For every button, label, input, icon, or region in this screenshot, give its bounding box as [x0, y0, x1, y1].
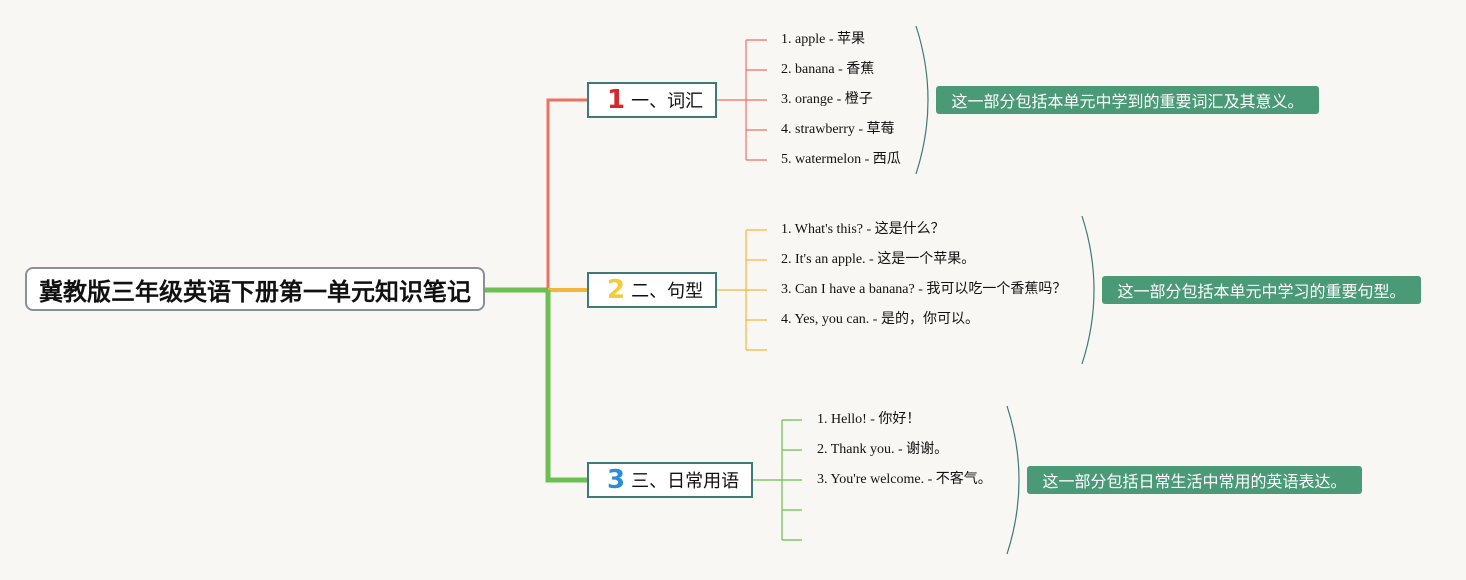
list-item[interactable]: 3. You're welcome. - 不客气。: [817, 472, 992, 487]
summary-vocabulary[interactable]: 这一部分包括本单元中学到的重要词汇及其意义。: [936, 86, 1319, 114]
number-1-icon: 1: [607, 85, 626, 115]
leaf-connectors-2: [716, 229, 767, 351]
leaf-connectors-1: [716, 39, 767, 161]
branch-1-connector: [546, 98, 587, 290]
number-2-icon: 2: [607, 275, 626, 305]
number-3-icon: 3: [607, 465, 626, 495]
branch-label: 一、词汇: [631, 91, 704, 112]
branch-label: 三、日常用语: [631, 471, 740, 492]
branch-sentence-patterns[interactable]: 2 二、句型: [587, 272, 717, 308]
list-item[interactable]: 1. What's this? - 这是什么？: [781, 222, 945, 237]
list-item[interactable]: 5. watermelon - 西瓜: [781, 152, 901, 167]
bracket-1: [915, 25, 929, 175]
summary-sentence-patterns[interactable]: 这一部分包括本单元中学习的重要句型。: [1102, 276, 1421, 304]
list-item[interactable]: 1. Hello! - 你好！: [817, 412, 921, 427]
leaf-connectors-3: [752, 419, 802, 541]
branch-vocabulary[interactable]: 1 一、词汇: [587, 82, 717, 118]
list-item[interactable]: 2. It's an apple. - 这是一个苹果。: [781, 252, 976, 267]
list-item[interactable]: 2. banana - 香蕉: [781, 62, 875, 77]
root-topic[interactable]: 冀教版三年级英语下册第一单元知识笔记: [25, 267, 485, 311]
branch-3-connector: [545, 290, 587, 483]
list-item[interactable]: 4. Yes, you can. - 是的，你可以。: [781, 312, 979, 327]
bracket-2: [1081, 215, 1095, 365]
list-item[interactable]: 1. apple - 苹果: [781, 32, 865, 47]
list-item[interactable]: 3. Can I have a banana? - 我可以吃一个香蕉吗？: [781, 282, 1067, 297]
list-item[interactable]: 4. strawberry - 草莓: [781, 122, 895, 137]
list-item[interactable]: 3. orange - 橙子: [781, 92, 873, 107]
bracket-3: [1006, 405, 1020, 555]
summary-daily-expressions[interactable]: 这一部分包括日常生活中常用的英语表达。: [1027, 466, 1362, 494]
branch-daily-expressions[interactable]: 3 三、日常用语: [587, 462, 753, 498]
branch-label: 二、句型: [631, 281, 704, 302]
list-item[interactable]: 2. Thank you. - 谢谢。: [817, 442, 949, 457]
